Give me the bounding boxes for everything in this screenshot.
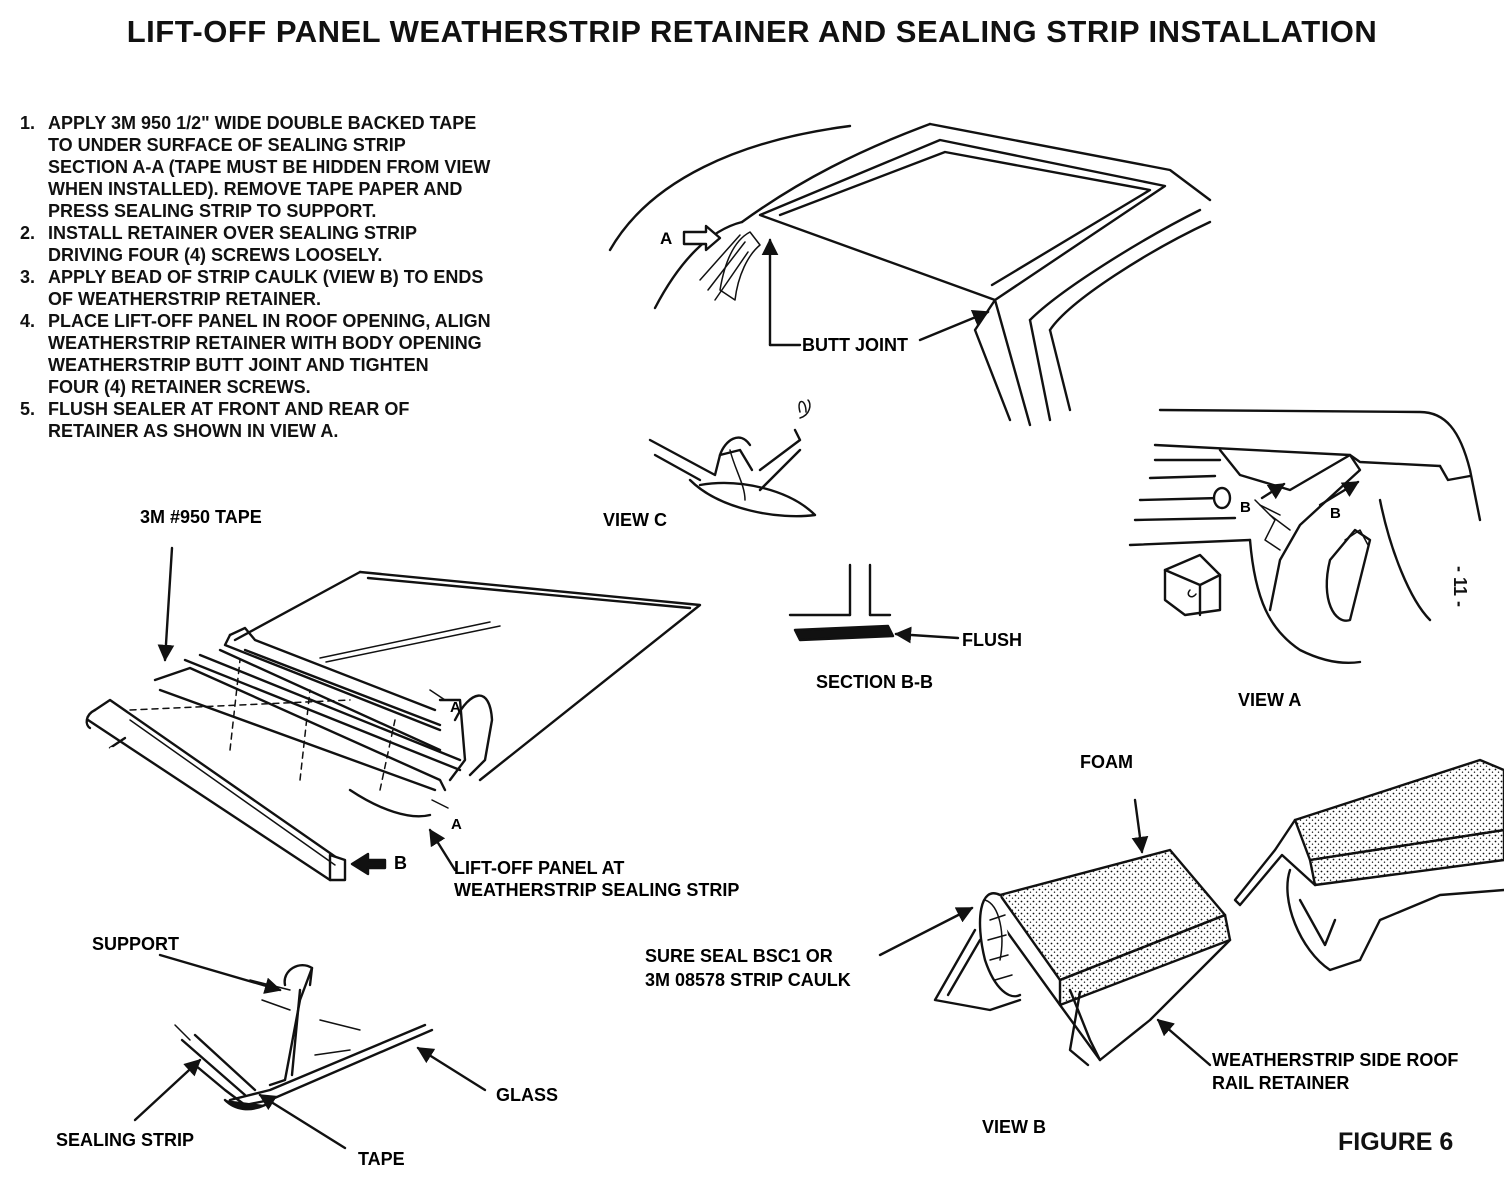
view-a-b-label-2: B bbox=[1330, 505, 1341, 522]
tape-3m-label: 3M #950 TAPE bbox=[140, 507, 262, 527]
page-title: LIFT-OFF PANEL WEATHERSTRIP RETAINER AND… bbox=[126, 14, 1378, 49]
lift-off-panel-drawing bbox=[85, 546, 702, 882]
lift-off-panel-label-line1: LIFT-OFF PANEL AT bbox=[454, 858, 624, 878]
section-a-bottom-label: A bbox=[451, 816, 462, 833]
section-a-top-label: A bbox=[450, 699, 461, 716]
view-b-drawing bbox=[878, 758, 1504, 1067]
tape-label: TAPE bbox=[358, 1149, 405, 1169]
sure-seal-label-line2: 3M 08578 STRIP CAULK bbox=[645, 970, 851, 990]
step-4: 4.PLACE LIFT-OFF PANEL IN ROOF OPENING, … bbox=[20, 311, 491, 397]
view-c-drawing bbox=[648, 399, 817, 518]
step-3: 3.APPLY BEAD OF STRIP CAULK (VIEW B) TO … bbox=[20, 267, 484, 309]
roof-overview-drawing bbox=[608, 122, 1212, 427]
flush-label: FLUSH bbox=[962, 630, 1022, 650]
figure-label: FIGURE 6 bbox=[1338, 1128, 1454, 1156]
installation-steps: 1.APPLY 3M 950 1/2" WIDE DOUBLE BACKED T… bbox=[20, 112, 580, 442]
butt-joint-label: BUTT JOINT bbox=[802, 335, 908, 355]
lift-off-panel-label-line2: WEATHERSTRIP SEALING STRIP bbox=[454, 880, 739, 900]
b-arrow-label: B bbox=[394, 853, 407, 873]
support-label: SUPPORT bbox=[92, 934, 179, 954]
sure-seal-label-line1: SURE SEAL BSC1 OR bbox=[645, 946, 833, 966]
weatherstrip-retainer-label-line1: WEATHERSTRIP SIDE ROOF bbox=[1212, 1050, 1458, 1070]
section-aa-drawing bbox=[133, 953, 487, 1150]
view-b-label: VIEW B bbox=[982, 1117, 1046, 1137]
sealing-strip-label: SEALING STRIP bbox=[56, 1130, 194, 1150]
glass-label: GLASS bbox=[496, 1085, 558, 1105]
page-number: - 11 - bbox=[1450, 566, 1470, 608]
step-1: 1.APPLY 3M 950 1/2" WIDE DOUBLE BACKED T… bbox=[20, 113, 491, 221]
weatherstrip-retainer-label-line2: RAIL RETAINER bbox=[1212, 1073, 1349, 1093]
section-bb-drawing bbox=[788, 563, 960, 644]
view-c-label: VIEW C bbox=[603, 510, 667, 530]
section-bb-label: SECTION B-B bbox=[816, 672, 933, 692]
view-a-b-label-1: B bbox=[1240, 499, 1251, 516]
view-a-label: VIEW A bbox=[1238, 690, 1301, 710]
view-a-drawing bbox=[1128, 408, 1482, 664]
foam-label: FOAM bbox=[1080, 752, 1133, 772]
roof-a-label: A bbox=[660, 229, 672, 248]
